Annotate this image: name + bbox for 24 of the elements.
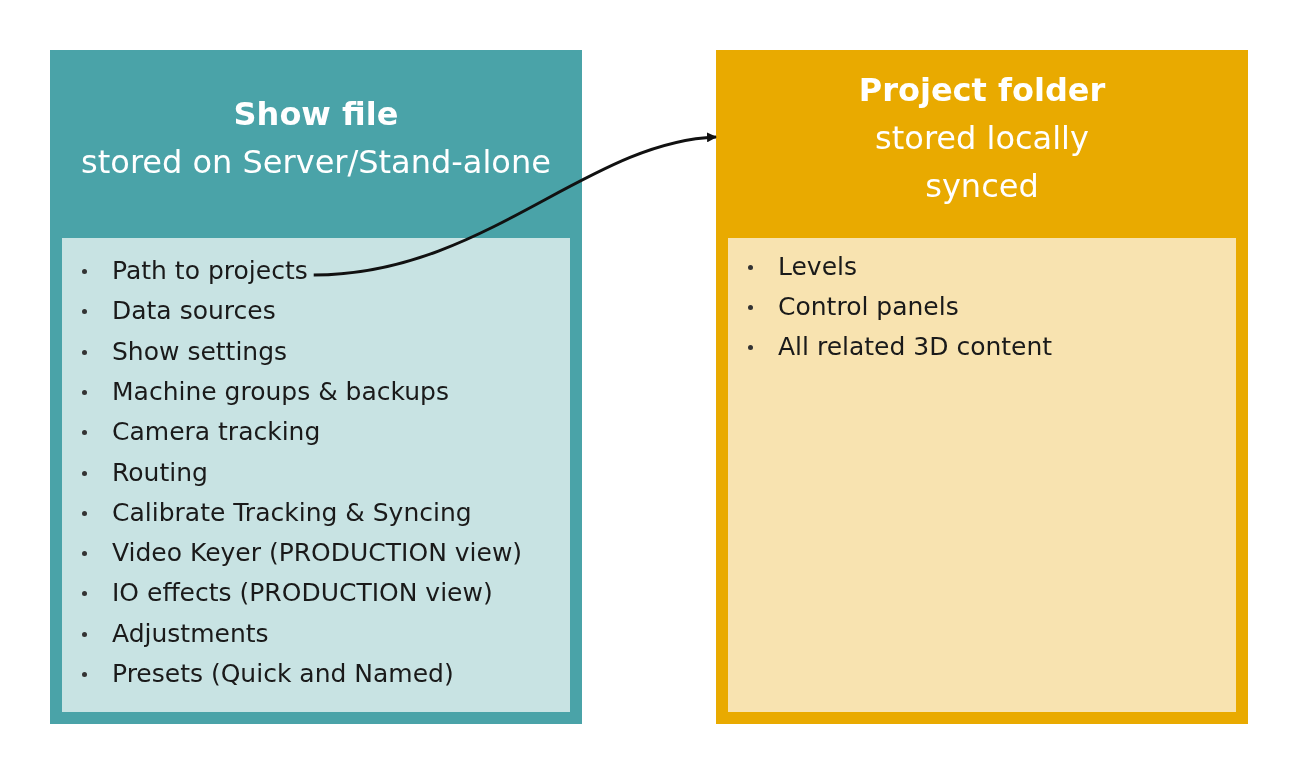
list-item: Machine groups & backups [76, 376, 449, 407]
list-panel [62, 238, 570, 712]
panel-subtitle: stored locally [874, 118, 1090, 159]
panel [716, 50, 1248, 724]
panel-title: Project folder [857, 70, 1107, 111]
list-item: All related 3D content [742, 332, 1053, 362]
arrow [313, 133, 717, 277]
panel-title: Show file [232, 94, 400, 135]
list-item: Path to projects [76, 256, 308, 286]
panel-subtitle: synced [924, 166, 1040, 207]
list-panel [728, 238, 1236, 712]
list-item: Presets (Quick and Named) [76, 659, 454, 689]
panel-subtitle: stored on Server/Stand-alone [80, 142, 552, 183]
list-item: Show settings [76, 336, 288, 367]
list-item: Camera tracking [76, 417, 321, 448]
list-item: Calibrate Tracking & Syncing [76, 497, 472, 528]
list-item: Routing [76, 457, 208, 488]
list-item: Levels [742, 252, 858, 282]
list-item: Adjustments [76, 618, 269, 649]
list-item: Data sources [76, 296, 276, 327]
list-item: IO effects (PRODUCTION view) [76, 578, 493, 609]
panel [50, 50, 582, 724]
list-item: Control panels [742, 292, 959, 322]
list-item: Video Keyer (PRODUCTION view) [76, 538, 523, 569]
